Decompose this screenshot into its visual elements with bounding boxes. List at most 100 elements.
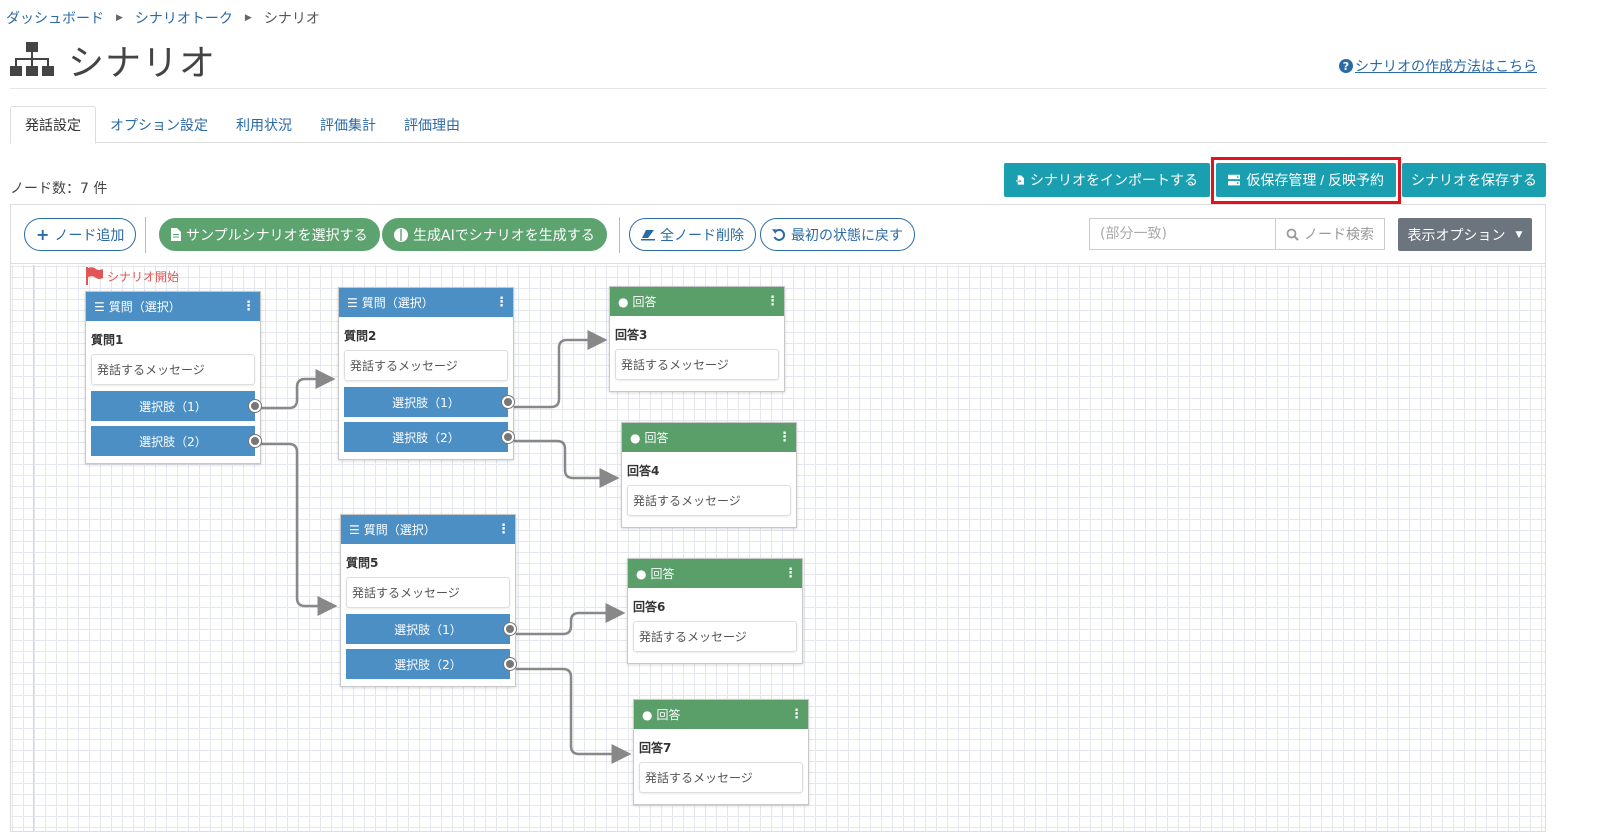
- choice-button[interactable]: 選択肢（2）: [91, 426, 261, 456]
- node-message[interactable]: 発話するメッセージ: [91, 354, 255, 385]
- question-node[interactable]: ☰ 質問（選択） ⋮ 質問1 発話するメッセージ 選択肢（1） 選択肢（2）: [85, 291, 261, 464]
- ai-generate-scenario-label: 生成AIでシナリオを生成する: [413, 227, 595, 244]
- canvas-guide-line: [33, 265, 34, 831]
- choice-button[interactable]: 選択肢（1）: [346, 614, 516, 644]
- node-search-button[interactable]: ノード検索: [1275, 218, 1385, 250]
- node-header[interactable]: ● 回答 ⋮: [610, 287, 784, 316]
- node-header[interactable]: ☰ 質問（選択） ⋮: [86, 292, 260, 321]
- toolbar-separator: [619, 217, 620, 253]
- node-message[interactable]: 発話するメッセージ: [615, 349, 779, 380]
- file-icon: [171, 228, 181, 241]
- node-message[interactable]: 発話するメッセージ: [344, 350, 508, 381]
- answer-node[interactable]: ● 回答 ⋮ 回答7 発話するメッセージ: [633, 699, 809, 805]
- kebab-menu-icon[interactable]: ⋮: [778, 430, 791, 445]
- question-node[interactable]: ☰ 質問（選択） ⋮ 質問2 発話するメッセージ 選択肢（1） 選択肢（2）: [338, 287, 514, 460]
- import-scenario-button[interactable]: シナリオをインポートする: [1004, 163, 1210, 197]
- node-message[interactable]: 発話するメッセージ: [633, 621, 797, 652]
- delete-all-nodes-button[interactable]: 全ノード削除: [629, 218, 756, 251]
- highlight-box: [1211, 157, 1401, 204]
- node-name: 回答7: [639, 741, 672, 755]
- breadcrumb: ダッシュボード ▶ シナリオトーク ▶ シナリオ: [6, 8, 320, 28]
- connector-handle[interactable]: [249, 400, 261, 412]
- node-type-label: 回答: [632, 295, 657, 309]
- node-message[interactable]: 発話するメッセージ: [639, 762, 803, 793]
- node-name: 質問5: [346, 556, 379, 570]
- tab-option-settings[interactable]: オプション設定: [110, 117, 208, 134]
- node-search-input[interactable]: [1089, 218, 1275, 250]
- tab-speech-settings[interactable]: 発話設定: [10, 106, 96, 144]
- tab-usage[interactable]: 利用状況: [236, 117, 292, 134]
- connector-handle[interactable]: [504, 658, 516, 670]
- connector-handle[interactable]: [502, 396, 514, 408]
- plus-icon: +: [36, 225, 50, 244]
- kebab-menu-icon[interactable]: ⋮: [790, 707, 803, 722]
- temp-save-manage-button[interactable]: 仮保存管理 / 反映予約: [1216, 163, 1396, 197]
- comment-icon: ●: [642, 707, 653, 722]
- temp-save-manage-label: 仮保存管理 / 反映予約: [1246, 172, 1384, 188]
- choice-label: 選択肢（1）: [139, 399, 207, 414]
- kebab-menu-icon[interactable]: ⋮: [784, 566, 797, 581]
- question-circle-icon: ?: [1339, 59, 1353, 73]
- kebab-menu-icon[interactable]: ⋮: [766, 294, 779, 309]
- node-header[interactable]: ● 回答 ⋮: [628, 559, 802, 588]
- answer-node[interactable]: ● 回答 ⋮ 回答6 発話するメッセージ: [627, 558, 803, 664]
- kebab-menu-icon[interactable]: ⋮: [242, 299, 255, 314]
- choice-button[interactable]: 選択肢（2）: [344, 422, 514, 452]
- help-link[interactable]: ? シナリオの作成方法はこちら: [1339, 56, 1537, 76]
- divider: [10, 88, 1547, 89]
- node-header[interactable]: ● 回答 ⋮: [622, 423, 796, 452]
- connector-handle[interactable]: [249, 435, 261, 447]
- node-header[interactable]: ☰ 質問（選択） ⋮: [339, 288, 513, 317]
- choice-button[interactable]: 選択肢（2）: [346, 649, 516, 679]
- brain-icon: [394, 227, 408, 242]
- kebab-menu-icon[interactable]: ⋮: [497, 522, 510, 537]
- connector-handle[interactable]: [504, 623, 516, 635]
- answer-node[interactable]: ● 回答 ⋮ 回答3 発話するメッセージ: [609, 286, 785, 392]
- breadcrumb-dashboard[interactable]: ダッシュボード: [6, 11, 104, 27]
- question-node[interactable]: ☰ 質問（選択） ⋮ 質問5 発話するメッセージ 選択肢（1） 選択肢（2）: [340, 514, 516, 687]
- choice-label: 選択肢（1）: [392, 395, 460, 410]
- node-type-label: 質問（選択）: [363, 523, 436, 537]
- node-header[interactable]: ☰ 質問（選択） ⋮: [341, 515, 515, 544]
- reset-initial-state-button[interactable]: 最初の状態に戻す: [760, 218, 915, 251]
- list-icon: ☰: [347, 295, 358, 310]
- node-search-label: ノード検索: [1304, 227, 1374, 243]
- display-options-label: 表示オプション: [1407, 227, 1506, 244]
- choice-label: 選択肢（2）: [394, 657, 462, 672]
- eraser-icon: [641, 229, 655, 240]
- import-scenario-label: シナリオをインポートする: [1030, 172, 1198, 188]
- connector-handle[interactable]: [502, 431, 514, 443]
- node-message[interactable]: 発話するメッセージ: [346, 577, 510, 608]
- breadcrumb-caret-icon: ▶: [116, 13, 123, 23]
- delete-all-nodes-label: 全ノード削除: [660, 227, 744, 244]
- breadcrumb-scenario-talk[interactable]: シナリオトーク: [134, 11, 233, 27]
- undo-icon: [772, 228, 786, 241]
- node-message[interactable]: 発話するメッセージ: [627, 485, 791, 516]
- add-node-button[interactable]: + ノード追加: [24, 218, 137, 251]
- select-sample-scenario-button[interactable]: サンプルシナリオを選択する: [159, 218, 380, 251]
- node-count: ノード数：7 件: [10, 181, 108, 197]
- breadcrumb-caret-icon: ▶: [244, 13, 252, 23]
- node-name: 回答4: [627, 464, 660, 478]
- choice-label: 選択肢（1）: [394, 622, 462, 637]
- choice-button[interactable]: 選択肢（1）: [91, 391, 261, 421]
- search-icon: [1286, 228, 1299, 241]
- flag-icon: [86, 267, 103, 285]
- choice-button[interactable]: 選択肢（1）: [344, 387, 514, 417]
- ai-generate-scenario-button[interactable]: 生成AIでシナリオを生成する: [382, 218, 607, 251]
- server-icon: [1228, 174, 1241, 185]
- caret-down-icon: ▼: [1515, 229, 1523, 240]
- add-node-label: ノード追加: [54, 227, 125, 244]
- scenario-start-marker: シナリオ開始: [85, 267, 179, 285]
- kebab-menu-icon[interactable]: ⋮: [495, 295, 508, 310]
- tab-rating-reasons[interactable]: 評価理由: [404, 117, 460, 134]
- node-header[interactable]: ● 回答 ⋮: [634, 700, 808, 729]
- node-name: 質問1: [91, 333, 124, 347]
- list-icon: ☰: [94, 299, 105, 314]
- save-scenario-button[interactable]: シナリオを保存する: [1402, 163, 1546, 197]
- select-sample-scenario-label: サンプルシナリオを選択する: [186, 227, 368, 244]
- display-options-dropdown[interactable]: 表示オプション ▼: [1398, 218, 1532, 251]
- tab-rating-summary[interactable]: 評価集計: [320, 117, 376, 134]
- list-icon: ☰: [349, 522, 360, 537]
- answer-node[interactable]: ● 回答 ⋮ 回答4 発話するメッセージ: [621, 422, 797, 528]
